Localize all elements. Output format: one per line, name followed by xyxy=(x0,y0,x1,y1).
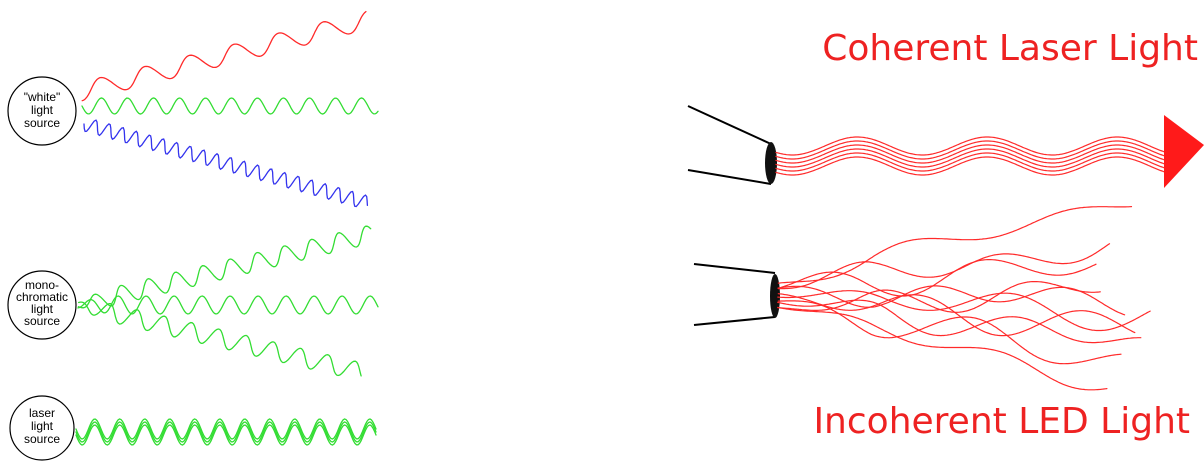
incoherent-ray-6 xyxy=(777,293,1136,337)
mono-source-line-2: chromatic xyxy=(16,290,68,304)
mono-source-line-1: mono- xyxy=(25,278,59,292)
coherent-laser-title: Coherent Laser Light xyxy=(822,28,1198,69)
incoherent-emitter-lens xyxy=(770,274,780,318)
coherent-arrowhead xyxy=(1164,115,1204,188)
coherent-emitter xyxy=(687,105,777,185)
mono-source-line-3: light xyxy=(31,302,54,316)
laser-source-line-1: laser xyxy=(29,406,55,420)
incoherent-wave-rays xyxy=(777,206,1151,391)
coherent-emitter-bottom-edge xyxy=(687,169,772,185)
white-source-line-2: light xyxy=(31,103,54,117)
blue-wave xyxy=(83,119,369,208)
monochromatic-light-source: mono- chromatic light source xyxy=(7,270,77,340)
coherent-wave-1 xyxy=(775,136,1169,156)
mono-wave-middle xyxy=(77,295,379,315)
incoherent-ray-9 xyxy=(777,306,1108,391)
mono-wave-upper xyxy=(77,225,372,309)
incoherent-ray-7 xyxy=(777,299,1142,344)
white-source-line-1: "white" xyxy=(24,90,61,104)
incoherent-ray-1 xyxy=(777,206,1133,284)
laser-wave-2 xyxy=(75,421,377,443)
laser-source-line-2: light xyxy=(31,419,54,433)
white-light-source: "white" light source xyxy=(7,76,77,146)
coherent-wave-6 xyxy=(775,156,1169,176)
incoherent-ray-5 xyxy=(777,290,1151,332)
laser-waves xyxy=(75,418,377,446)
green-wave xyxy=(81,97,379,115)
laser-wave-3 xyxy=(75,424,377,446)
laser-source-circle xyxy=(9,395,75,461)
coherent-wave-5 xyxy=(775,152,1169,172)
white-light-waves xyxy=(81,10,379,208)
laser-light-source: laser light source xyxy=(9,395,75,461)
incoherent-ray-10 xyxy=(777,281,1101,313)
white-source-circle xyxy=(7,76,77,146)
laser-source-line-3: source xyxy=(24,432,60,446)
coherent-wave-bundle xyxy=(775,136,1169,176)
coherent-wave-2 xyxy=(775,140,1169,160)
incoherent-ray-8 xyxy=(777,300,1122,365)
monochromatic-waves xyxy=(77,225,379,377)
mono-wave-lower xyxy=(77,301,362,377)
incoherent-emitter-bottom-edge xyxy=(693,316,776,326)
incoherent-emitter xyxy=(693,263,780,326)
coherent-emitter-lens xyxy=(765,142,777,184)
incoherent-ray-3 xyxy=(777,259,1097,297)
coherent-wave-4 xyxy=(775,148,1169,168)
incoherent-emitter-top-edge xyxy=(693,263,776,274)
incoherent-ray-2 xyxy=(777,243,1111,290)
coherent-wave-3 xyxy=(775,144,1169,164)
white-source-line-3: source xyxy=(24,116,60,130)
coherent-emitter-top-edge xyxy=(687,105,772,145)
red-wave xyxy=(81,10,367,102)
mono-source-line-4: source xyxy=(24,314,60,328)
incoherent-led-title: Incoherent LED Light xyxy=(813,401,1190,442)
mono-source-circle xyxy=(7,270,77,340)
laser-wave-1 xyxy=(75,418,377,440)
